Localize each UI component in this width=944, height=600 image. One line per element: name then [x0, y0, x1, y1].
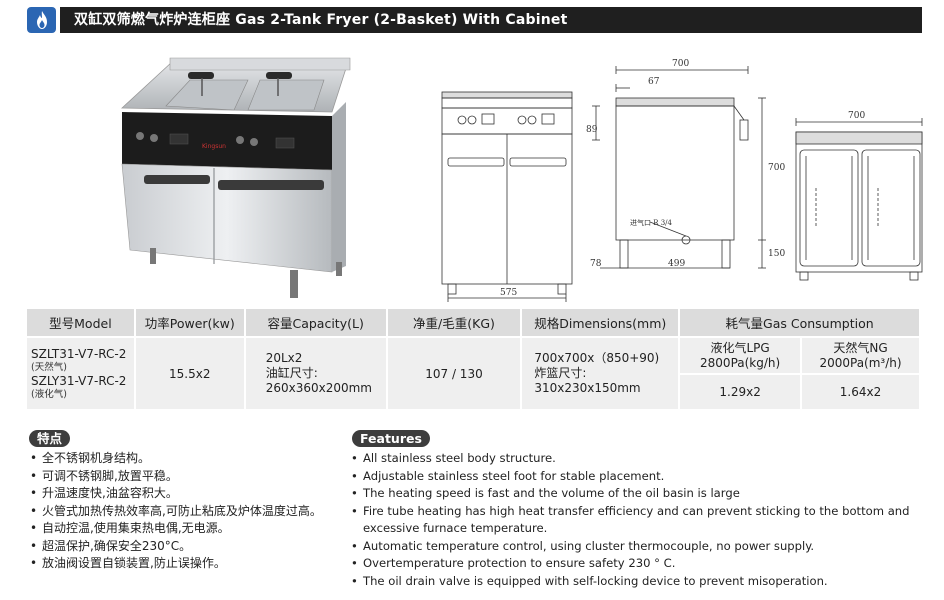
dim-side-top-width: 700	[672, 59, 689, 69]
model-1: SZLT31-V7-RC-2	[31, 346, 127, 361]
list-item: 自动控温,使用集束热电偶,无电源。	[29, 520, 339, 538]
list-item: The heating speed is fast and the volume…	[350, 485, 925, 503]
dim-line2: 炸篮尺寸:	[534, 366, 587, 380]
gas-flame-icon	[27, 7, 56, 33]
col-header-power: 功率Power(kw)	[134, 309, 246, 337]
dim-side-bottom-right: 499	[668, 259, 685, 269]
dim-side-bottom-left: 78	[590, 259, 602, 269]
dim-front-width: 575	[500, 288, 517, 298]
col-header-gas: 耗气量Gas Consumption	[679, 309, 921, 337]
dim-line1: 700x700x（850+90)	[534, 351, 660, 365]
capacity-line3: 260x360x200mm	[265, 381, 372, 395]
model-cell: SZLT31-V7-RC-2 (天然气) SZLY31-V7-RC-2 (液化气…	[27, 336, 136, 409]
power-cell: 15.5x2	[134, 336, 246, 409]
dim-side-height: 700	[768, 163, 785, 173]
list-item: 火管式加热传热效率高,可防止粘底及炉体温度过高。	[29, 503, 339, 521]
list-item: 全不锈钢机身结构。	[29, 450, 339, 468]
col-header-dimensions: 规格Dimensions(mm)	[521, 309, 681, 337]
list-item: Adjustable stainless steel foot for stab…	[350, 468, 925, 486]
lpg-label1: 液化气LPG	[710, 340, 770, 355]
dim-side-height-top: 89	[586, 125, 598, 135]
list-item: 放油阀设置自锁装置,防止误操作。	[29, 555, 339, 573]
dim-top-width: 700	[848, 111, 865, 121]
lpg-value-cell: 1.29x2	[679, 373, 803, 409]
list-item: 可调不锈钢脚,放置平稳。	[29, 468, 339, 486]
col-header-model: 型号Model	[27, 309, 136, 337]
table-row: SZLT31-V7-RC-2 (天然气) SZLY31-V7-RC-2 (液化气…	[27, 335, 921, 409]
list-item: Overtemperature protection to ensure saf…	[350, 555, 925, 573]
capacity-line1: 20Lx2	[265, 351, 303, 365]
features-cn-list: 全不锈钢机身结构。 可调不锈钢脚,放置平稳。 升温速度快,油盆容积大。 火管式加…	[29, 450, 339, 573]
list-item: Automatic temperature control, using clu…	[350, 538, 925, 556]
side-view-drawing	[592, 66, 766, 269]
dim-side-offset: 67	[648, 77, 660, 87]
capacity-cell: 20Lx2 油缸尺寸: 260x360x200mm	[244, 336, 388, 409]
weight-cell: 107 / 130	[386, 336, 523, 409]
dim-line3: 310x230x150mm	[534, 381, 641, 395]
dim-side-leg: 150	[768, 249, 785, 259]
features-en-title: Features	[352, 430, 430, 447]
dimensions-cell: 700x700x（850+90) 炸篮尺寸: 310x230x150mm	[521, 336, 681, 409]
ng-label1: 天然气NG	[833, 340, 888, 355]
list-item: 升温速度快,油盆容积大。	[29, 485, 339, 503]
spec-table: 型号Model 功率Power(kw) 容量Capacity(L) 净重/毛重(…	[27, 309, 921, 409]
list-item: The oil drain valve is equipped with sel…	[350, 573, 925, 591]
model-2: SZLY31-V7-RC-2	[31, 373, 127, 388]
technical-drawings: 575 700 67 89 700 150 78 499 进气口	[430, 40, 930, 302]
table-header-row: 型号Model 功率Power(kw) 容量Capacity(L) 净重/毛重(…	[27, 309, 921, 337]
ng-value-cell: 1.64x2	[801, 373, 921, 409]
features-en-list: All stainless steel body structure. Adju…	[350, 450, 925, 590]
gas-inlet-label: 进气口 R 3/4	[630, 218, 673, 227]
col-header-capacity: 容量Capacity(L)	[244, 309, 388, 337]
brand-logo: Kingsun	[202, 143, 226, 150]
features-cn-title: 特点	[29, 430, 71, 447]
list-item: 超温保护,确保安全230°C。	[29, 538, 339, 556]
top-view-drawing	[795, 118, 923, 281]
page-title: 双缸双筛燃气炸炉连柜座 Gas 2-Tank Fryer (2-Basket) …	[60, 7, 922, 33]
model-1-note: (天然气)	[31, 361, 67, 373]
list-item: All stainless steel body structure.	[350, 450, 925, 468]
col-header-weight: 净重/毛重(KG)	[386, 309, 523, 337]
lpg-label2: 2800Pa(kg/h)	[700, 355, 781, 370]
front-view-drawing	[441, 91, 573, 302]
table-row: 1.29x2 1.64x2	[27, 373, 921, 409]
capacity-line2: 油缸尺寸:	[265, 366, 318, 380]
product-image: Kingsun	[110, 40, 370, 302]
ng-label2: 2000Pa(m³/h)	[819, 355, 902, 370]
model-2-note: (液化气)	[31, 388, 67, 400]
ng-label-cell: 天然气NG 2000Pa(m³/h)	[801, 335, 921, 375]
lpg-label-cell: 液化气LPG 2800Pa(kg/h)	[679, 335, 803, 375]
list-item: Fire tube heating has high heat transfer…	[350, 503, 925, 538]
